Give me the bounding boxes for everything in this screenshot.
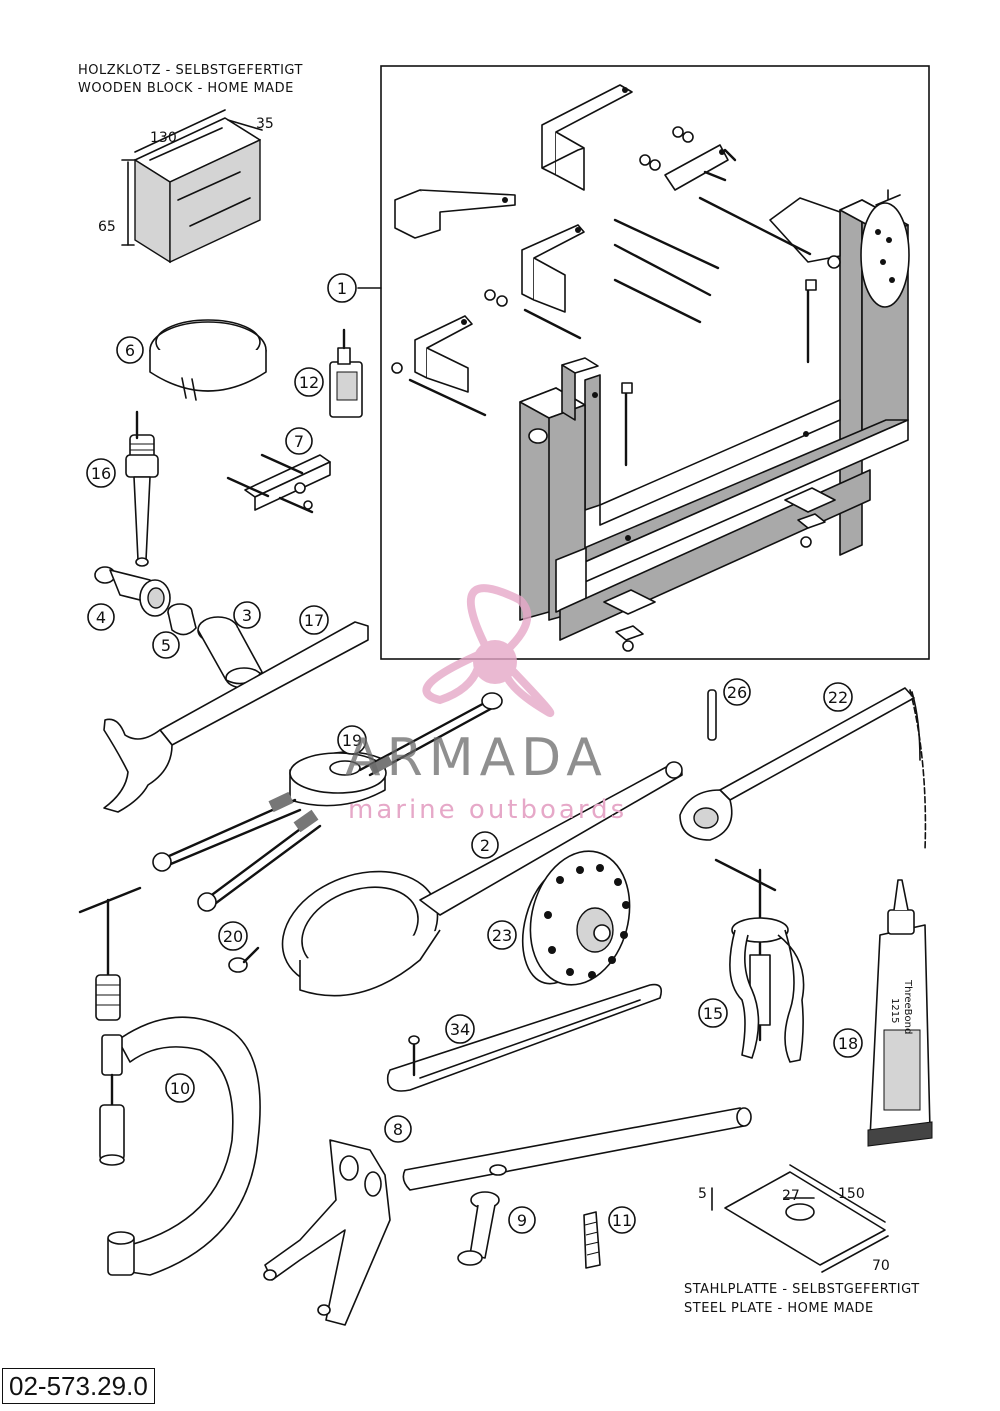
crank-tool bbox=[457, 1191, 500, 1266]
dim-plate-length: 150 bbox=[838, 1186, 865, 1202]
spanner-wrench bbox=[386, 983, 663, 1092]
chain-wrench bbox=[679, 687, 927, 851]
svg-text:20: 20 bbox=[223, 927, 243, 946]
split-ring bbox=[149, 319, 267, 401]
callout-3: 3 bbox=[233, 601, 261, 629]
callout-12: 12 bbox=[294, 367, 324, 397]
svg-text:10: 10 bbox=[170, 1079, 190, 1098]
dim-block-length: 130 bbox=[150, 130, 177, 146]
watermark-subtitle: marine outboards bbox=[348, 795, 628, 825]
callout-2: 2 bbox=[471, 831, 499, 859]
callout-17: 17 bbox=[299, 605, 329, 635]
svg-text:11: 11 bbox=[612, 1211, 632, 1230]
callout-5: 5 bbox=[152, 631, 180, 659]
support-bracket bbox=[263, 1107, 752, 1326]
callout-18: 18 bbox=[833, 1028, 863, 1058]
locating-pin bbox=[707, 689, 717, 741]
callout-11: 11 bbox=[608, 1206, 636, 1234]
bolt-kit bbox=[226, 453, 331, 514]
callout-22: 22 bbox=[823, 682, 853, 712]
svg-text:9: 9 bbox=[517, 1211, 527, 1230]
callout-23: 23 bbox=[487, 920, 517, 950]
svg-text:3: 3 bbox=[242, 606, 252, 625]
svg-text:5: 5 bbox=[161, 636, 171, 655]
callouts: 1 2 3 4 5 6 7 8 9 10 11 12 15 16 17 18 1… bbox=[86, 273, 863, 1234]
callout-1: 1 bbox=[327, 273, 357, 303]
svg-text:22: 22 bbox=[828, 688, 848, 707]
steel-plate bbox=[711, 1164, 889, 1273]
callout-26: 26 bbox=[723, 678, 751, 706]
small-screw bbox=[228, 946, 260, 973]
callout-16: 16 bbox=[86, 458, 116, 488]
svg-text:6: 6 bbox=[125, 341, 135, 360]
svg-text:2: 2 bbox=[480, 836, 490, 855]
threaded-insert bbox=[583, 1211, 601, 1269]
wooden-block-caption-en: WOODEN BLOCK - HOME MADE bbox=[78, 81, 294, 96]
sleeve-small bbox=[167, 603, 197, 636]
svg-text:4: 4 bbox=[96, 608, 106, 627]
engine-stand-frame bbox=[519, 189, 910, 641]
document-number: 02-573.29.0 bbox=[2, 1368, 155, 1404]
sealant-tube bbox=[867, 879, 933, 1147]
steel-plate-caption-en: STEEL PLATE - HOME MADE bbox=[684, 1301, 874, 1316]
callout-10: 10 bbox=[165, 1073, 195, 1103]
callout-4: 4 bbox=[87, 603, 115, 631]
callout-20: 20 bbox=[218, 921, 248, 951]
svg-text:1: 1 bbox=[337, 279, 347, 298]
callout-15: 15 bbox=[698, 998, 728, 1028]
svg-text:12: 12 bbox=[299, 373, 319, 392]
callout-19: 19 bbox=[337, 725, 367, 755]
svg-text:7: 7 bbox=[294, 432, 304, 451]
dim-plate-hole: 27 bbox=[782, 1188, 800, 1204]
svg-text:15: 15 bbox=[703, 1004, 723, 1023]
svg-text:16: 16 bbox=[91, 464, 111, 483]
steel-plate-caption-de: STAHLPLATTE - SELBSTGEFERTIGT bbox=[684, 1282, 920, 1297]
dim-block-depth: 35 bbox=[256, 116, 274, 132]
svg-text:34: 34 bbox=[450, 1020, 470, 1039]
callout-8: 8 bbox=[384, 1115, 412, 1143]
dim-block-height: 65 bbox=[98, 219, 116, 235]
svg-text:17: 17 bbox=[304, 611, 324, 630]
callout-7: 7 bbox=[285, 427, 313, 455]
flywheel-puller bbox=[521, 850, 631, 986]
svg-text:8: 8 bbox=[393, 1120, 403, 1139]
dim-plate-width: 70 bbox=[872, 1258, 890, 1274]
callout-6: 6 bbox=[116, 336, 144, 364]
svg-text:26: 26 bbox=[727, 683, 747, 702]
watermark-title: ARMADA bbox=[345, 728, 608, 788]
three-jaw-puller bbox=[714, 858, 805, 1063]
frame-brackets bbox=[394, 84, 729, 393]
clutch-holder bbox=[281, 761, 683, 997]
wooden-block-caption-de: HOLZKLOTZ - SELBSTGEFERTIGT bbox=[78, 63, 303, 78]
frame-bolts bbox=[391, 126, 836, 652]
holding-wrench bbox=[103, 621, 369, 813]
tube-brand-label: ThreeBond bbox=[902, 979, 913, 1034]
frame-box bbox=[380, 65, 930, 660]
callout-34: 34 bbox=[445, 1014, 475, 1044]
tube-code-label: 1215 bbox=[889, 998, 900, 1023]
armada-propeller-logo bbox=[422, 584, 555, 718]
valve-spring-compressor bbox=[78, 886, 261, 1276]
svg-text:19: 19 bbox=[342, 731, 362, 750]
wooden-block bbox=[121, 109, 263, 264]
callout-9: 9 bbox=[508, 1206, 536, 1234]
glue-bottle bbox=[329, 328, 363, 418]
crank-clamp bbox=[152, 692, 503, 912]
dim-plate-thickness: 5 bbox=[698, 1186, 707, 1202]
puller-tool bbox=[125, 410, 159, 567]
svg-text:18: 18 bbox=[838, 1034, 858, 1053]
socket-adapter bbox=[94, 566, 171, 617]
svg-text:23: 23 bbox=[492, 926, 512, 945]
